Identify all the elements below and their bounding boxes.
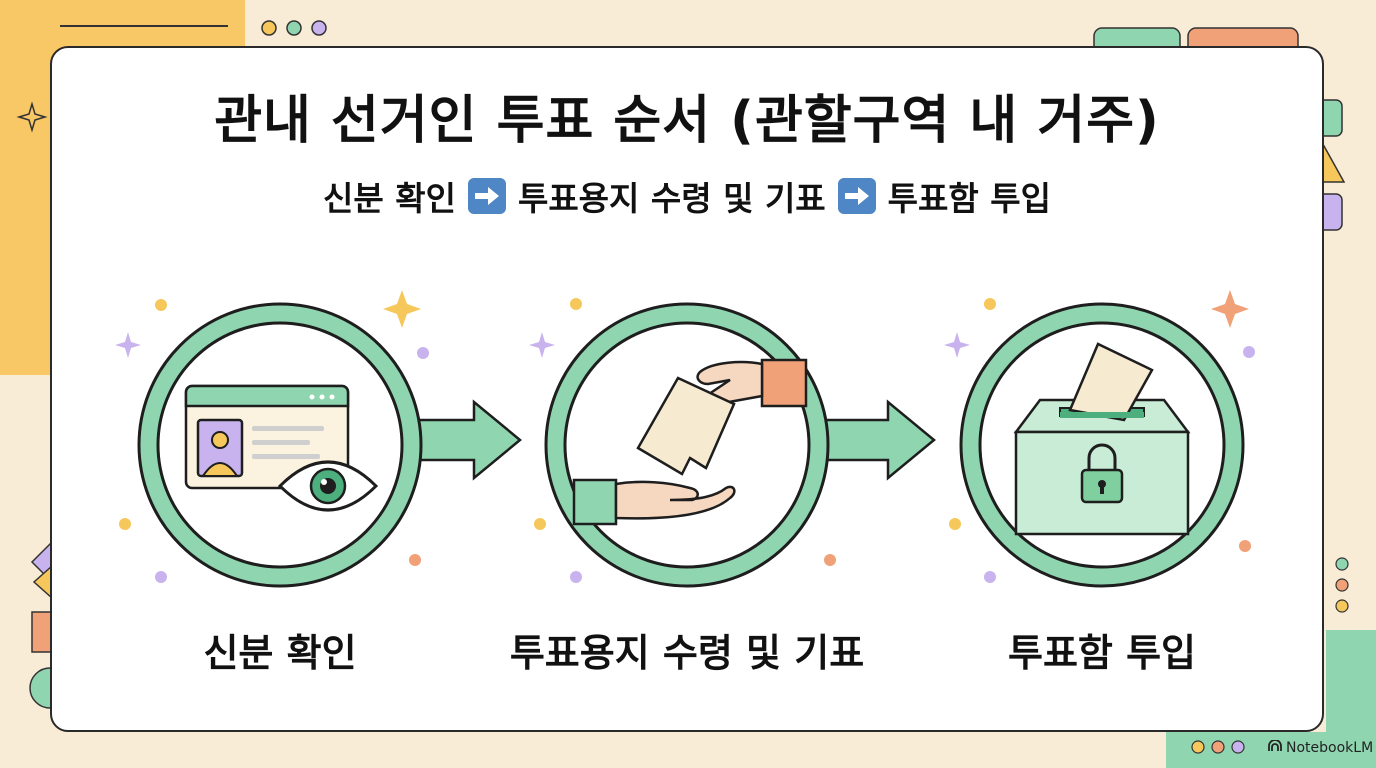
notebooklm-logo-icon bbox=[1268, 739, 1282, 756]
subtitle-step-1: 신분 확인 bbox=[323, 179, 456, 218]
ballot-box-icon bbox=[1013, 342, 1191, 536]
subtitle-flow: 신분 확인 투표용지 수령 및 기표 투표함 투입 bbox=[50, 172, 1324, 220]
step-label-1: 신분 확인 bbox=[203, 631, 357, 675]
subtitle-step-3: 투표함 투입 bbox=[887, 179, 1051, 218]
subtitle-step-2: 투표용지 수령 및 기표 bbox=[517, 179, 826, 218]
brand-text: NotebookLM bbox=[1286, 740, 1374, 756]
brand-watermark: NotebookLM bbox=[1268, 739, 1374, 756]
decorative-sparkles bbox=[115, 290, 1255, 583]
flow-arrow-1 bbox=[406, 399, 522, 481]
step-label-2: 투표용지 수령 및 기표 bbox=[509, 631, 865, 675]
ballot-handover-icon bbox=[572, 358, 808, 526]
page-title: 관내 선거인 투표 순서 (관할구역 내 거주) bbox=[214, 91, 1160, 151]
right-arrow-icon bbox=[837, 178, 876, 214]
flow-arrow-2 bbox=[820, 399, 936, 481]
step-label-3: 투표함 투입 bbox=[1007, 631, 1197, 675]
id-card-eye-icon bbox=[184, 384, 379, 512]
right-arrow-icon bbox=[467, 178, 506, 214]
